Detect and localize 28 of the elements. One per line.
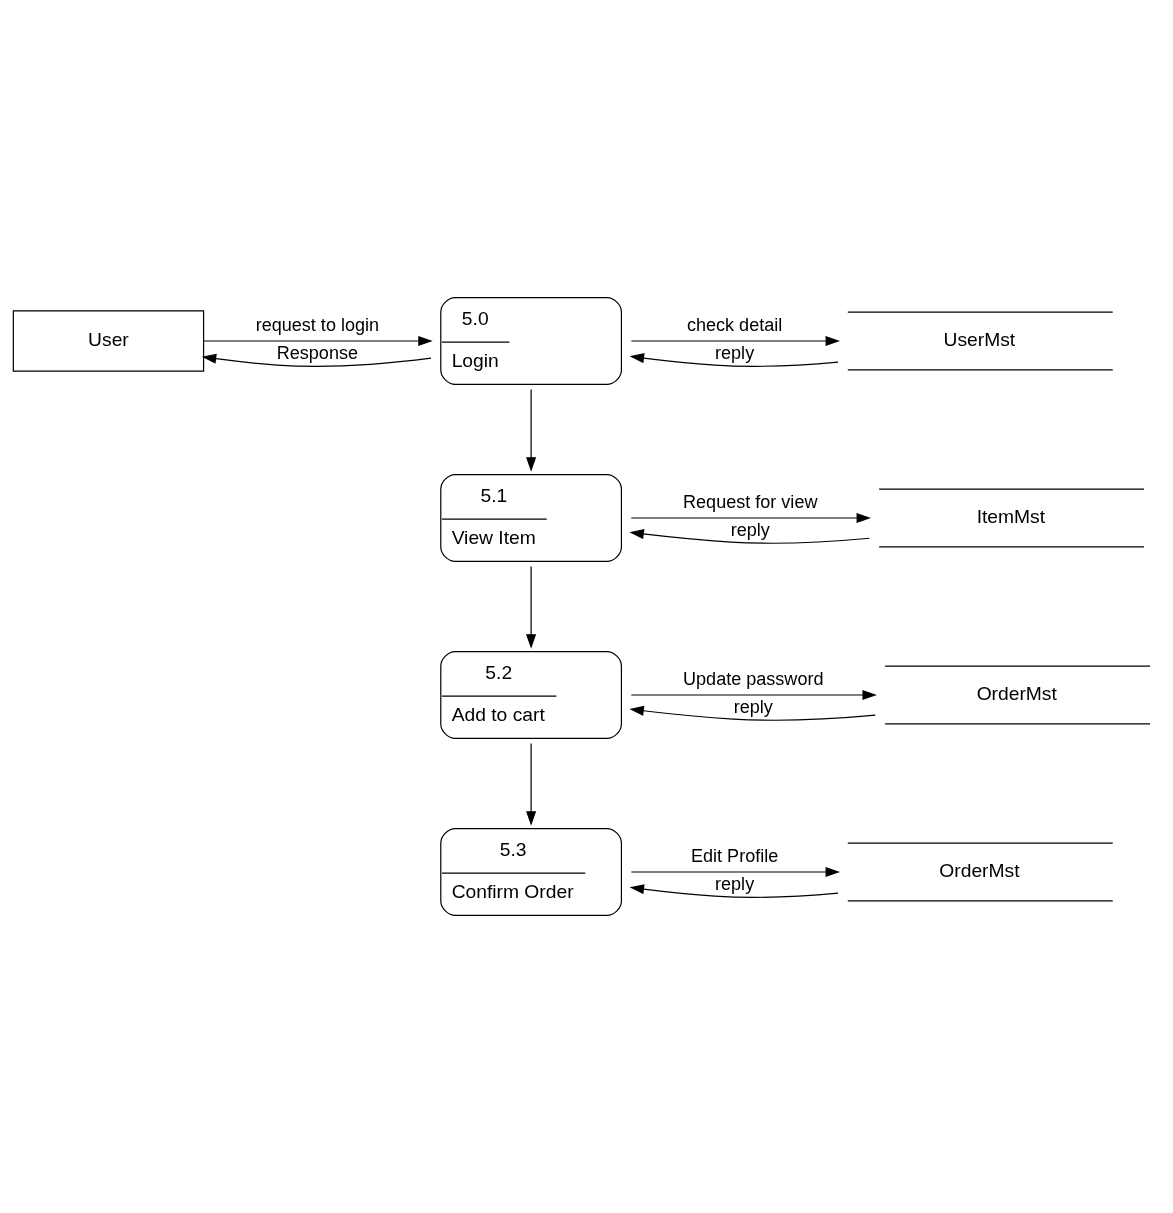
edge-label: reply <box>715 343 755 364</box>
arrow <box>526 742 537 826</box>
edge-label: reply <box>730 520 770 541</box>
arrow <box>630 335 840 347</box>
arrow <box>630 866 840 878</box>
node-text: UserMst <box>943 328 1016 350</box>
arrow <box>526 388 537 472</box>
node-text: OrderMst <box>939 859 1020 881</box>
edge-label: request to login <box>255 315 380 336</box>
arrow <box>629 353 839 367</box>
edge-label: Edit Profile <box>690 846 779 867</box>
arrow <box>203 335 433 347</box>
edge-label: Update password <box>683 669 824 690</box>
edge-label: check detail <box>686 315 783 336</box>
edge-label: reply <box>715 874 755 895</box>
node-box: User <box>12 310 205 372</box>
arrow <box>629 705 876 721</box>
arrow <box>629 884 839 898</box>
node-text: OrderMst <box>976 682 1057 704</box>
edge-label: Request for view <box>683 492 818 513</box>
arrow <box>630 512 871 524</box>
arrow <box>630 689 877 701</box>
arrow <box>201 353 432 367</box>
arrow <box>526 565 537 649</box>
arrow <box>629 529 870 544</box>
node-text: ItemMst <box>976 505 1046 527</box>
edge-label: Response <box>276 343 358 364</box>
edge-label: reply <box>733 697 773 718</box>
